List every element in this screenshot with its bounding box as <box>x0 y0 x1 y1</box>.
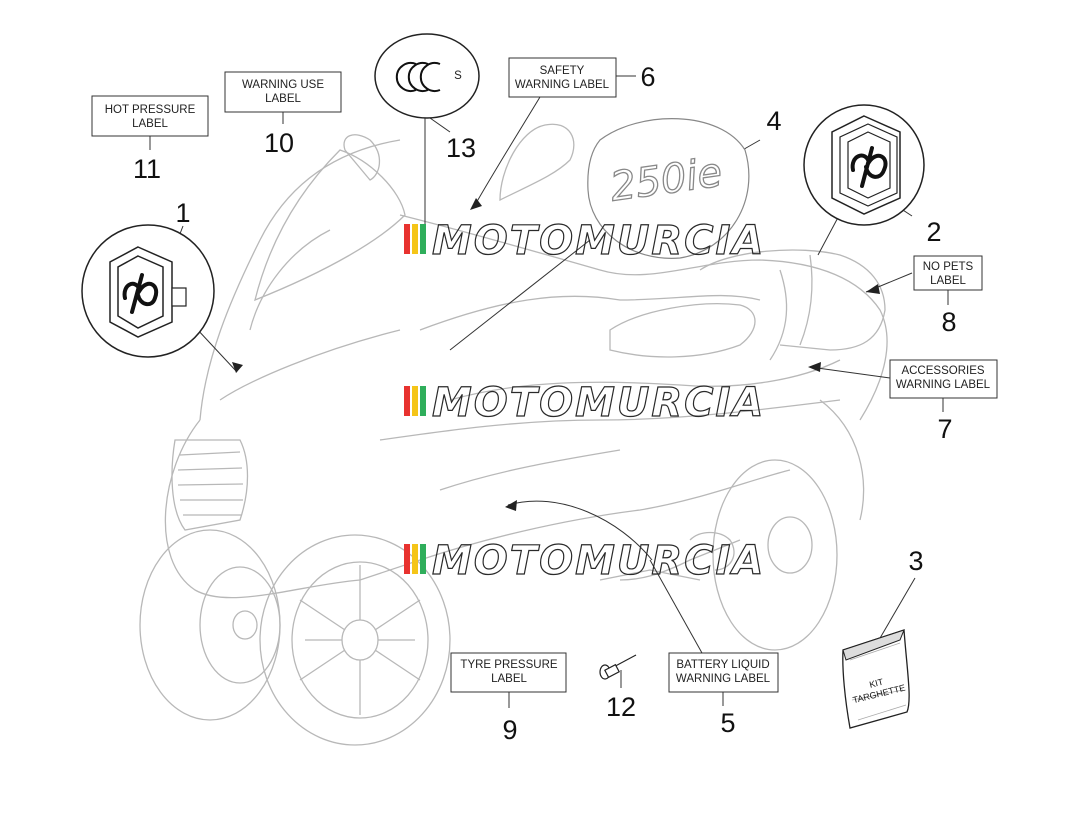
callout-3: 3 <box>908 546 923 576</box>
rivet-icon <box>599 654 637 680</box>
kit-label-line1: KIT <box>868 677 884 690</box>
watermark-text: MOTOMURCIA <box>432 538 765 584</box>
battery-liquid-label-box <box>668 652 779 693</box>
no-pets-label-line1: NO PETS <box>923 261 974 273</box>
battery-liquid-label-line2: WARNING LABEL <box>676 673 771 685</box>
warning-use-label-line2: LABEL <box>265 93 301 105</box>
callout-4: 4 <box>766 106 781 136</box>
ccc-mark: S <box>374 33 480 119</box>
no-pets-label-box <box>913 255 983 291</box>
tyre-pressure-label-line1: TYRE PRESSURE <box>460 659 557 671</box>
hot-pressure-label-line2: LABEL <box>132 118 168 130</box>
tyre-pressure-label-line2: LABEL <box>491 673 527 685</box>
watermark-text: MOTOMURCIA <box>432 380 765 426</box>
watermark-text: MOTOMURCIA <box>432 218 765 264</box>
safety-warning-label-box <box>508 57 617 98</box>
accessories-warning-label-box <box>889 359 998 399</box>
callout-5: 5 <box>720 708 735 738</box>
accessories-warning-label-line1: ACCESSORIES <box>901 365 984 377</box>
callout-2: 2 <box>926 217 941 247</box>
watermark-3: MOTOMURCIA <box>404 537 765 585</box>
callout-1: 1 <box>175 198 190 228</box>
model-badge: 250ie <box>587 118 750 259</box>
hot-pressure-label-line1: HOT PRESSURE <box>105 104 196 116</box>
emblem-front-circle <box>81 224 215 358</box>
piaggio-logo-icon <box>850 146 888 188</box>
warning-use-label-line1: WARNING USE <box>242 79 324 91</box>
battery-liquid-label-line1: BATTERY LIQUID <box>676 659 769 671</box>
callout-numbers: 1 2 3 4 5 6 7 8 9 10 11 12 13 <box>133 62 957 745</box>
label-boxes <box>91 57 998 693</box>
piaggio-logo-icon <box>122 273 159 314</box>
watermark-2: MOTOMURCIA <box>404 379 765 427</box>
leader-lines <box>149 75 949 708</box>
arrowheads <box>232 198 880 511</box>
kit-package: KIT TARGHETTE <box>842 629 910 729</box>
callout-12: 12 <box>606 692 636 722</box>
callout-7: 7 <box>937 414 952 444</box>
callout-10: 10 <box>264 128 294 158</box>
watermark-1: MOTOMURCIA <box>404 217 765 265</box>
warning-use-label-box <box>224 71 342 113</box>
ccc-sub-letter: S <box>454 70 462 82</box>
emblem-rear-circle <box>803 104 925 226</box>
accessories-warning-label-line2: WARNING LABEL <box>896 379 991 391</box>
callout-8: 8 <box>941 307 956 337</box>
callout-11: 11 <box>133 154 161 184</box>
callout-9: 9 <box>502 715 517 745</box>
label-texts: HOT PRESSURE LABEL WARNING USE LABEL SAF… <box>105 65 991 685</box>
tyre-pressure-label-box <box>450 652 567 693</box>
no-pets-label-line2: LABEL <box>930 275 966 287</box>
safety-warning-label-line2: WARNING LABEL <box>515 79 610 91</box>
callout-13: 13 <box>446 133 476 163</box>
hot-pressure-label-box <box>91 95 209 137</box>
scooter-drawing <box>139 123 888 746</box>
callout-6: 6 <box>640 62 655 92</box>
safety-warning-label-line1: SAFETY <box>540 65 585 77</box>
